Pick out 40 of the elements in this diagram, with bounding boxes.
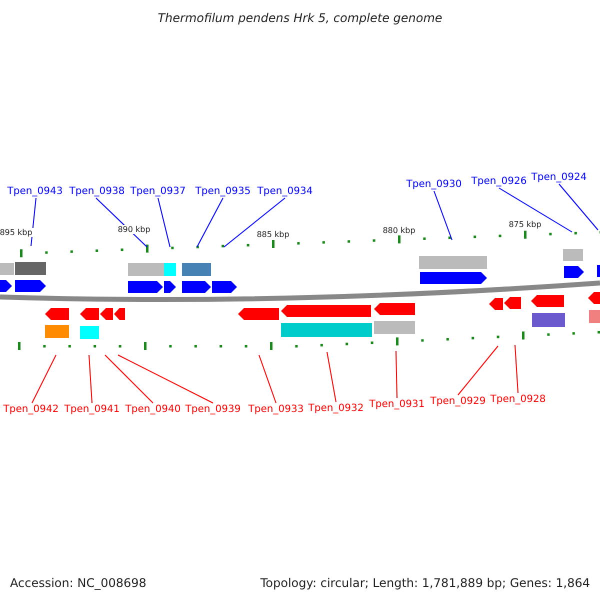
leader-line <box>88 354 92 404</box>
leader-line <box>118 354 214 404</box>
gene-label: Tpen_0938 <box>69 185 125 198</box>
gene-label: Tpen_0941 <box>64 403 120 416</box>
scale-label: 880 kbp <box>382 226 416 235</box>
scale-label: 890 kbp <box>116 225 152 234</box>
leader-line <box>458 346 498 396</box>
gene-label: Tpen_0933 <box>248 403 304 416</box>
gene-label: Tpen_0939 <box>185 403 241 416</box>
leader-line <box>558 184 598 230</box>
gene-label: Tpen_0926 <box>471 175 527 188</box>
gene-label: Tpen_0942 <box>3 403 59 416</box>
leader-line <box>158 198 170 248</box>
gene-label: Tpen_0937 <box>130 185 186 198</box>
scale-label: 875 kbp <box>508 220 542 229</box>
gene-label: Tpen_0924 <box>531 171 587 184</box>
gene-label: Tpen_0930 <box>406 178 462 191</box>
footer-text: Accession: NC_008698 <box>10 576 146 590</box>
leader-line <box>396 350 398 398</box>
leader-line <box>196 198 224 248</box>
gene-label: Tpen_0928 <box>490 393 546 406</box>
leader-line <box>224 198 286 248</box>
scale-label: 885 kbp <box>256 230 290 239</box>
leader-line <box>32 354 56 404</box>
gene-label: Tpen_0943 <box>7 185 63 198</box>
gene-label: Tpen_0932 <box>308 402 364 415</box>
gene-label: Tpen_0929 <box>430 395 486 408</box>
leader-line <box>326 352 336 402</box>
gene-label: Tpen_0940 <box>125 403 181 416</box>
gene-label: Tpen_0935 <box>195 185 251 198</box>
scale-label: 895 kbp <box>0 228 34 237</box>
footer-text: Topology: circular; Length: 1,781,889 bp; Genes: 1,864 <box>260 576 590 590</box>
gene-label: Tpen_0931 <box>369 398 425 411</box>
leader-line <box>258 354 276 404</box>
gene-label: Tpen_0934 <box>257 185 313 198</box>
title: Thermofilum pendens Hrk 5, complete genome <box>156 11 444 25</box>
leader-line <box>434 190 452 240</box>
leader-line <box>514 344 518 394</box>
leader-line <box>498 188 572 232</box>
leader-line <box>104 354 154 404</box>
